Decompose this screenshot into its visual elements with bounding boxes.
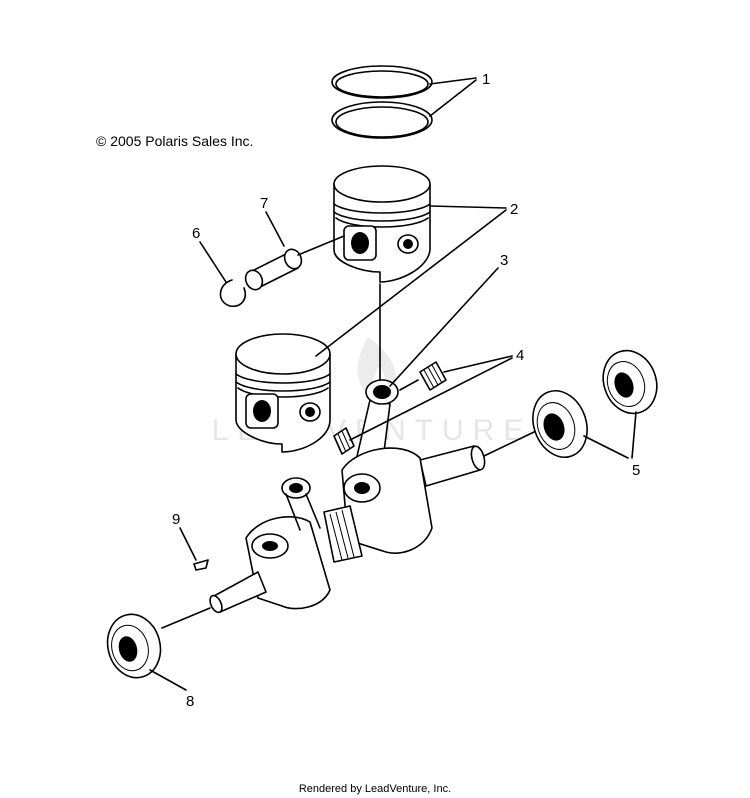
callout-2: 2 bbox=[510, 201, 518, 218]
callout-9: 9 bbox=[172, 511, 180, 528]
wrist-pin[interactable] bbox=[243, 235, 345, 292]
callout-3: 3 bbox=[500, 252, 508, 269]
callout-4: 4 bbox=[516, 347, 524, 364]
crankshaft[interactable] bbox=[161, 431, 535, 629]
bearing-left[interactable] bbox=[101, 608, 168, 683]
main-bearing-outer[interactable] bbox=[595, 343, 666, 421]
leader-lines bbox=[149, 77, 637, 691]
main-bearing-inner[interactable] bbox=[524, 383, 596, 465]
piston-rings[interactable] bbox=[331, 65, 433, 139]
callout-8: 8 bbox=[186, 693, 194, 710]
callout-5: 5 bbox=[632, 462, 640, 479]
woodruff-key[interactable] bbox=[193, 559, 209, 571]
copyright-text: © 2005 Polaris Sales Inc. bbox=[96, 133, 253, 149]
piston-lower[interactable] bbox=[235, 333, 331, 453]
callout-1: 1 bbox=[482, 71, 490, 88]
callout-labels: 1 2 3 4 5 6 7 8 9 bbox=[172, 71, 640, 710]
callout-7: 7 bbox=[260, 195, 268, 212]
footer-credit: Rendered by LeadVenture, Inc. bbox=[299, 783, 451, 795]
needle-bearing-lower[interactable] bbox=[333, 427, 355, 455]
piston-upper[interactable] bbox=[333, 165, 431, 283]
callout-6: 6 bbox=[192, 225, 200, 242]
needle-bearing-upper[interactable] bbox=[399, 361, 447, 391]
circlip[interactable] bbox=[219, 279, 246, 308]
